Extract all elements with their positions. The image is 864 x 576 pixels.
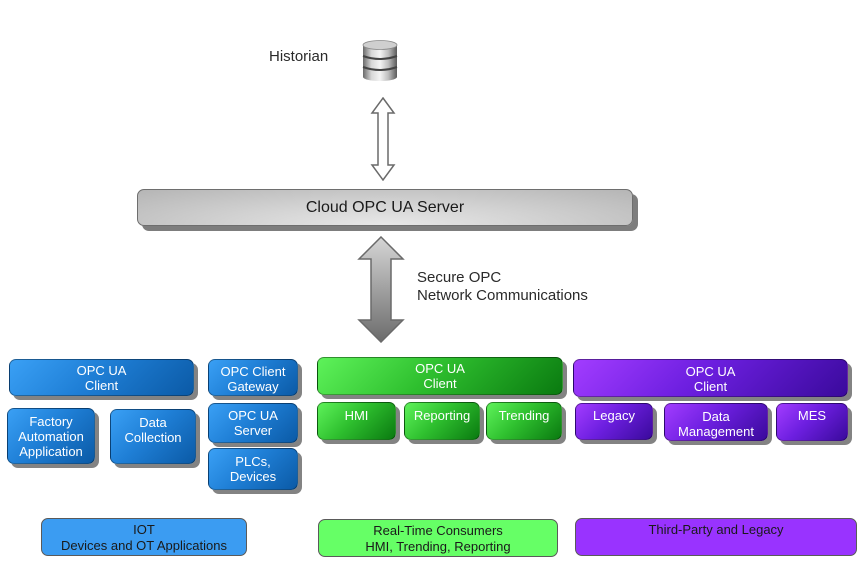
legend-iot-line2: Devices and OT Applications (61, 538, 227, 553)
opc-client-gateway: OPC Client Gateway (208, 359, 298, 396)
gateway-line1: OPC Client (220, 364, 286, 379)
network-label-line2: Network Communications (417, 287, 588, 304)
realtime-opc-ua-client: OPC UA Client (317, 357, 563, 395)
hmi-label: HMI (344, 408, 369, 423)
hmi-box: HMI (317, 402, 396, 440)
plcs-devices: PLCs, Devices (208, 448, 298, 490)
plcs-line2: Devices (229, 469, 277, 484)
factory-line2: Automation (18, 429, 84, 444)
iot-client-line1: OPC UA (76, 363, 127, 378)
factory-line3: Application (19, 444, 83, 459)
data-collection-line2: Collection (124, 430, 182, 445)
legacy-box: Legacy (575, 403, 653, 440)
legacy-label: Legacy (593, 408, 635, 423)
data-management-line1: Data (702, 409, 730, 424)
legend-iot: IOT Devices and OT Applications (41, 518, 247, 556)
server-label: Cloud OPC UA Server (305, 198, 465, 216)
mes-label: MES (797, 408, 827, 423)
gateway-line2: Gateway (227, 379, 279, 394)
opc-ua-server-box: OPC UA Server (208, 403, 298, 443)
thirdparty-client-line1: OPC UA (685, 364, 736, 379)
thirdparty-opc-ua-client: OPC UA Client (573, 359, 848, 397)
data-management-box: Data Management (664, 403, 768, 441)
factory-line1: Factory (29, 414, 73, 429)
legend-realtime-line2: HMI, Trending, Reporting (365, 539, 511, 554)
data-collection: Data Collection (110, 409, 196, 464)
trending-label: Trending (498, 408, 550, 423)
database-icon (361, 39, 399, 83)
reporting-box: Reporting (404, 402, 480, 440)
legend-thirdparty-line1: Third-Party and Legacy (648, 522, 784, 537)
cloud-opc-ua-server: Cloud OPC UA Server (137, 189, 633, 226)
iot-client-line2: Client (84, 378, 119, 393)
legend-thirdparty: Third-Party and Legacy (575, 518, 857, 556)
historian-label: Historian (269, 48, 329, 65)
legend-realtime-line1: Real-Time Consumers (373, 523, 503, 538)
network-label-line1: Secure OPC (417, 269, 502, 286)
ua-server-line2: Server (233, 423, 273, 438)
data-collection-line1: Data (139, 415, 167, 430)
network-link-arrow (357, 235, 405, 344)
trending-box: Trending (486, 402, 562, 440)
ua-server-line1: OPC UA (228, 408, 278, 423)
legend-iot-line1: IOT (133, 522, 155, 537)
factory-automation-application: Factory Automation Application (7, 408, 95, 464)
legend-realtime: Real-Time Consumers HMI, Trending, Repor… (318, 519, 558, 557)
realtime-client-line1: OPC UA (415, 361, 465, 376)
reporting-label: Reporting (413, 408, 471, 423)
data-management-line2: Management (678, 424, 754, 439)
plcs-line1: PLCs, (235, 454, 271, 469)
iot-opc-ua-client: OPC UA Client (9, 359, 194, 396)
realtime-client-line2: Client (423, 376, 457, 391)
mes-box: MES (776, 403, 848, 441)
thirdparty-client-line2: Client (693, 379, 728, 394)
network-label: Secure OPC Network Communications (417, 269, 588, 305)
historian-link-arrow (370, 96, 396, 182)
